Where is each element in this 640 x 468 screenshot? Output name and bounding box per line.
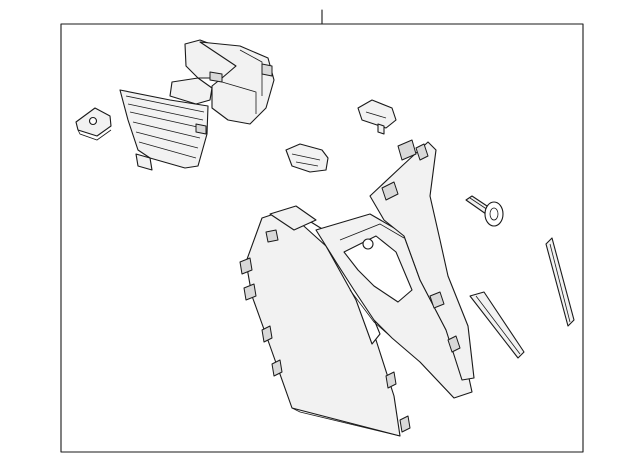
wire-clip xyxy=(357,99,397,135)
mounting-bracket xyxy=(75,107,112,141)
trim-strip-left xyxy=(469,291,525,359)
retainer-clip xyxy=(285,143,329,173)
diagram-frame xyxy=(60,23,584,453)
air-vent-duct xyxy=(119,39,275,171)
push-pin-fastener xyxy=(465,195,504,227)
console-panel-assembly xyxy=(239,139,475,437)
trim-strip-right xyxy=(545,237,575,327)
